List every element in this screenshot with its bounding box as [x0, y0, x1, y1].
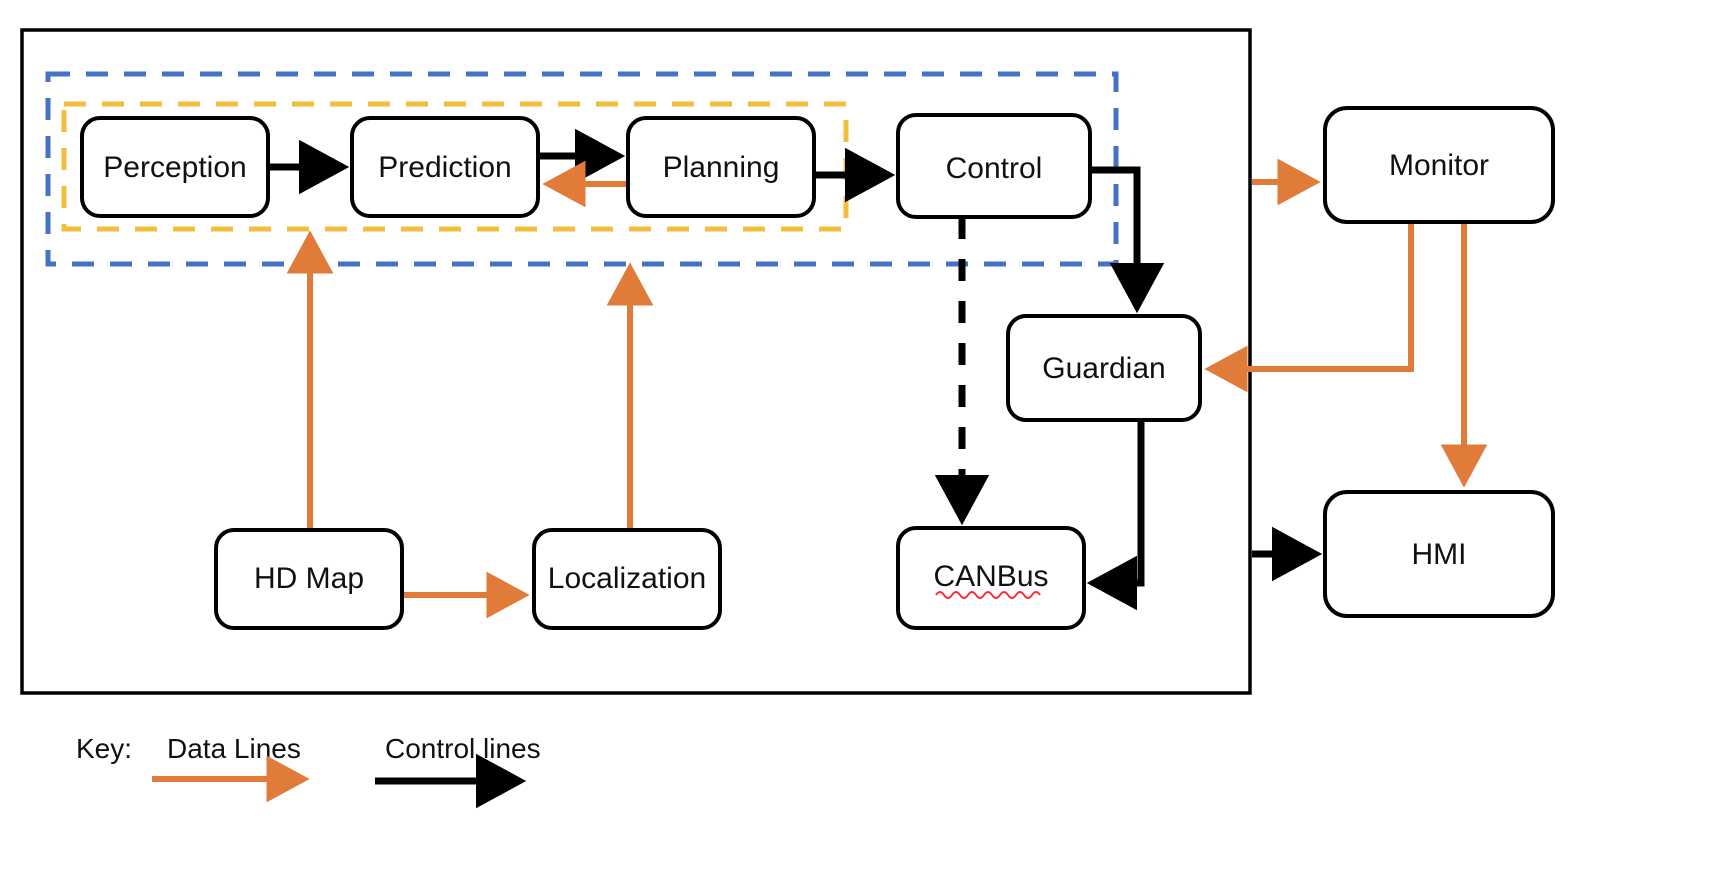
node-perception-label: Perception — [103, 151, 246, 184]
node-planning[interactable]: Planning — [626, 116, 816, 218]
edge-monitor-to-guardian — [1204, 222, 1414, 393]
legend-title: Key: — [76, 733, 132, 764]
node-guardian[interactable]: Guardian — [1006, 314, 1202, 422]
spellcheck-underline-icon — [935, 591, 1041, 599]
node-control-label: Control — [946, 152, 1043, 185]
node-planning-box[interactable] — [626, 116, 816, 218]
node-localization[interactable]: Localization — [532, 528, 722, 630]
node-control-box[interactable] — [896, 113, 1092, 219]
node-guardian-label: Guardian — [1042, 352, 1165, 385]
node-planning-label: Planning — [663, 151, 780, 184]
node-prediction[interactable]: Prediction — [350, 116, 540, 218]
node-perception-box[interactable] — [80, 116, 270, 218]
node-control[interactable]: Control — [896, 113, 1092, 219]
node-localization-box[interactable] — [532, 528, 722, 630]
edge-control-to-guardian — [1090, 166, 1165, 314]
node-hdmap-box[interactable] — [214, 528, 404, 630]
node-canbus-label: CANBus — [933, 560, 1048, 593]
node-hmi[interactable]: HMI — [1323, 490, 1555, 618]
node-monitor[interactable]: Monitor — [1323, 106, 1555, 224]
node-localization-label: Localization — [548, 562, 706, 595]
node-canbus[interactable]: CANBus — [896, 526, 1086, 630]
node-perception[interactable]: Perception — [80, 116, 270, 218]
node-prediction-box[interactable] — [350, 116, 540, 218]
edge-guardian-to-canbus — [1086, 420, 1145, 611]
node-hmi-label: HMI — [1412, 538, 1467, 571]
node-prediction-label: Prediction — [378, 151, 511, 184]
node-hdmap-label: HD Map — [254, 562, 364, 595]
node-monitor-label: Monitor — [1389, 149, 1489, 182]
node-canbus-box[interactable] — [896, 526, 1086, 630]
node-hmi-box[interactable] — [1323, 490, 1555, 618]
legend: Key: Data Lines Control lines — [76, 733, 541, 809]
legend-data-lines-label: Data Lines — [167, 733, 301, 764]
legend-control-lines-label: Control lines — [385, 733, 541, 764]
node-hdmap[interactable]: HD Map — [214, 528, 404, 630]
node-monitor-box[interactable] — [1323, 106, 1555, 224]
node-guardian-box[interactable] — [1006, 314, 1202, 422]
group-boundary-outer-dashed — [45, 71, 1119, 267]
system-boundary-frame — [20, 28, 1252, 695]
